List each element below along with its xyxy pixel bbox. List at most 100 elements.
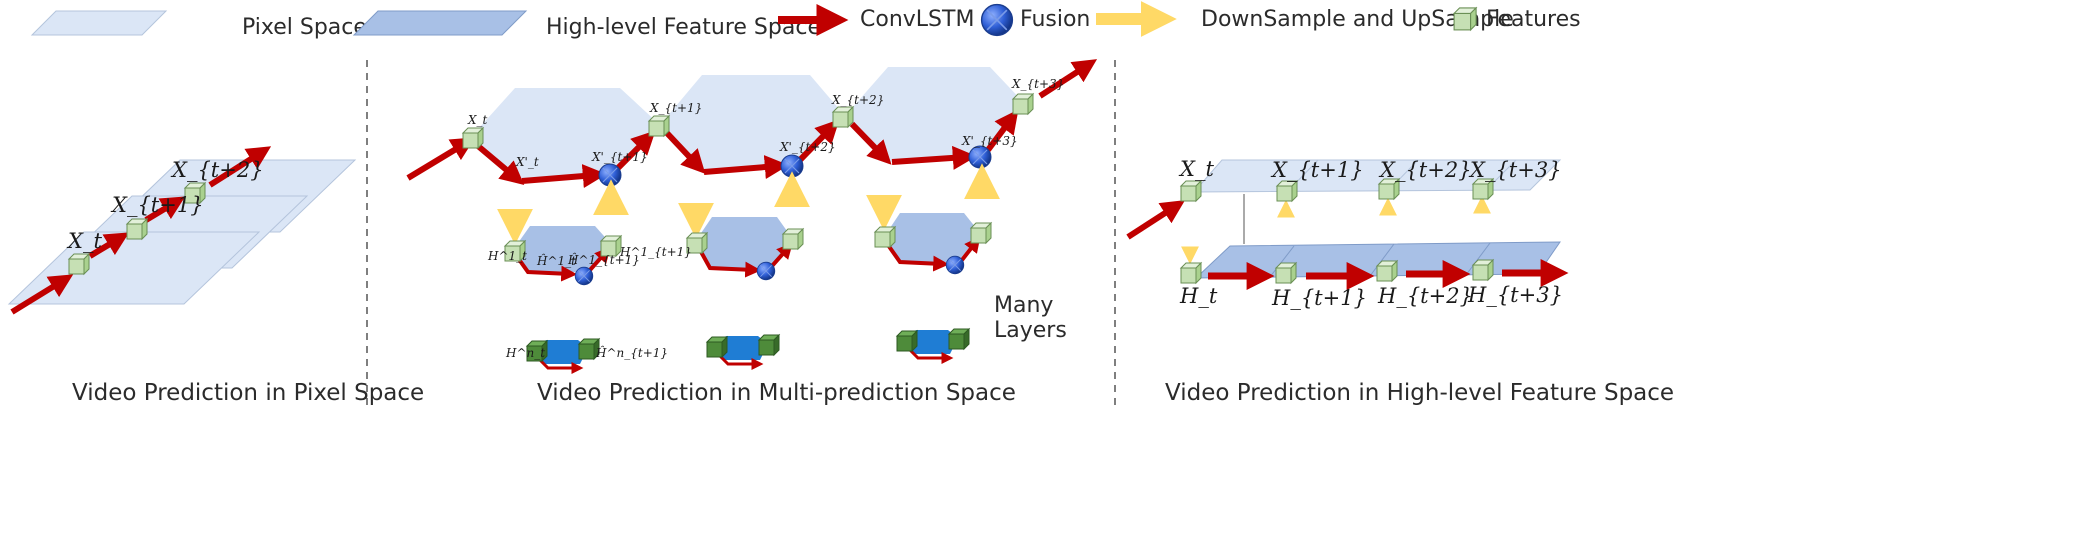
mid-hexagon-1 [513, 226, 612, 272]
mid-hexagon-3 [884, 213, 980, 262]
left-label-xt2: X_{t+2} [170, 158, 264, 182]
top-hexagon-2 [660, 75, 845, 172]
left-panel: X_t X_{t+1} X_{t+2} Video Prediction in … [7, 146, 424, 406]
pixel-plane-swatch [30, 10, 168, 36]
left-label-xt: X_t [66, 229, 102, 253]
label-mid-hhat-t1: Ĥ^1_{t+1} [567, 252, 640, 267]
fusion-icon [980, 3, 1014, 37]
legend-pixel-label: Pixel Space [242, 15, 367, 40]
deep-red-path-1 [538, 358, 584, 374]
caption-middle: Video Prediction in Multi-prediction Spa… [537, 380, 1016, 406]
top-hexagon-3 [845, 67, 1025, 162]
legend-pixel-space: Pixel Space [30, 10, 367, 40]
deep-red-path-3 [908, 348, 954, 364]
mid-red-path-1 [516, 256, 578, 282]
left-cube-t1 [126, 218, 148, 240]
legend-fusion-label: Fusion [1020, 7, 1090, 32]
top-cube-xt [462, 127, 484, 149]
deep-cube-2a [706, 336, 728, 358]
fusion-top-3 [968, 145, 992, 169]
middle-panel: X_t X_{t+1} X_{t+2} X_{t+3} X'_t X'_{t+1… [406, 59, 1098, 406]
right-label-xt: X_t [1178, 157, 1214, 181]
right-label-ht1: H_{t+1} [1271, 286, 1367, 310]
right-label-xt3: X_{t+3} [1468, 158, 1562, 182]
deep-hexagon-2 [716, 336, 768, 360]
right-arrow-in [1126, 200, 1186, 240]
mid-arrow-up-1 [615, 130, 656, 171]
right-label-ht2: H_{t+2} [1377, 284, 1473, 308]
mid-cube-ht-3 [874, 226, 896, 248]
right-cube-xt2 [1378, 178, 1400, 200]
many-layers-line2: Layers [994, 318, 1067, 343]
mid-arrow-up-3 [985, 109, 1019, 152]
top-cube-xt3 [1012, 93, 1034, 115]
mid-red-path-3 [886, 243, 950, 272]
mid-hexagon-2 [695, 217, 792, 268]
right-cube-ht1 [1275, 262, 1297, 284]
right-cube-ht3 [1472, 259, 1494, 281]
top-cube-xt2 [832, 106, 854, 128]
deep-cube-3b [948, 328, 970, 350]
label-deep-hnt: H^n_t [505, 346, 545, 360]
right-panel: X_t X_{t+1} X_{t+2} X_{t+3} H_t H_{t+1} … [1126, 157, 1674, 406]
right-cube-xt [1180, 180, 1202, 202]
label-fusion-xpt: X'_t [515, 155, 539, 169]
mid-arrow-fuse-2 [703, 155, 789, 180]
label-fusion-xpt1: X'_{t+1} [591, 150, 648, 164]
mid-arrow-out [1038, 59, 1098, 99]
legend-fusion: Fusion [980, 3, 1090, 37]
top-hexagon-1 [470, 88, 660, 182]
label-mid-ht1: H^1_{t+1} [619, 245, 692, 259]
legend-convlstm-label: ConvLSTM [860, 7, 974, 32]
right-label-ht3: H_{t+3} [1467, 283, 1563, 307]
feature-plane-swatch [352, 10, 528, 36]
right-label-xt2: X_{t+2} [1378, 158, 1472, 182]
fusion-mid-2 [756, 261, 776, 281]
left-arrow-1 [88, 232, 130, 259]
mid-arrow-fuse-3 [891, 145, 977, 170]
mid-red-up-2 [770, 242, 793, 268]
mid-cube-ht1-2 [782, 228, 804, 250]
label-mid-hhat-t: Ĥ^1_t [536, 253, 576, 268]
left-arrow-out [208, 146, 272, 188]
mid-arrow-fuse-1 [521, 164, 607, 189]
feature-cube-icon [1453, 7, 1477, 31]
legend-feature-label: High-level Feature Space [546, 15, 821, 40]
label-fusion-xpt2: X'_{t+2} [779, 140, 836, 154]
legend-convlstm: ConvLSTM [778, 4, 974, 36]
caption-left: Video Prediction in Pixel Space [72, 380, 424, 406]
fusion-top-2 [780, 154, 804, 178]
right-cube-ht2 [1376, 260, 1398, 282]
mid-arrow-down-2 [663, 129, 706, 174]
deep-cube-3a [896, 330, 918, 352]
deep-cube-2b [758, 334, 780, 356]
deep-red-path-2 [718, 354, 764, 370]
mid-arrow-in [406, 137, 476, 181]
left-arrow-2 [144, 196, 186, 223]
right-label-ht: H_t [1179, 284, 1218, 308]
mid-arrow-down-3 [849, 121, 892, 165]
label-fusion-xpt3: X'_{t+3} [961, 134, 1018, 148]
top-cube-xt1 [648, 115, 670, 137]
legend-feature-space: High-level Feature Space [352, 10, 821, 40]
caption-right: Video Prediction in High-level Feature S… [1165, 380, 1674, 406]
fusion-top-1 [598, 163, 622, 187]
mid-arrow-down-1 [476, 143, 525, 185]
mid-red-path-2 [698, 249, 762, 278]
left-cube-t [68, 253, 90, 275]
right-cube-xt1 [1276, 180, 1298, 202]
legend-features: Features [1453, 7, 1581, 32]
label-top-xt3: X_{t+3} [1011, 77, 1064, 91]
deep-hexagon-3 [906, 330, 958, 354]
label-top-xt1: X_{t+1} [649, 101, 702, 115]
right-cube-xt3 [1472, 178, 1494, 200]
legend-downup: DownSample and UpSample [1096, 1, 1514, 37]
mid-arrow-up-2 [797, 119, 840, 163]
legend: Pixel Space High-level Feature Space Con… [30, 1, 1581, 40]
label-mid-ht: H^1_t [487, 249, 527, 263]
many-layers-line1: Many [994, 293, 1053, 318]
left-arrow-in [10, 274, 74, 315]
deep-hexagon-1 [536, 340, 588, 364]
label-top-xt2: X_{t+2} [831, 93, 884, 107]
